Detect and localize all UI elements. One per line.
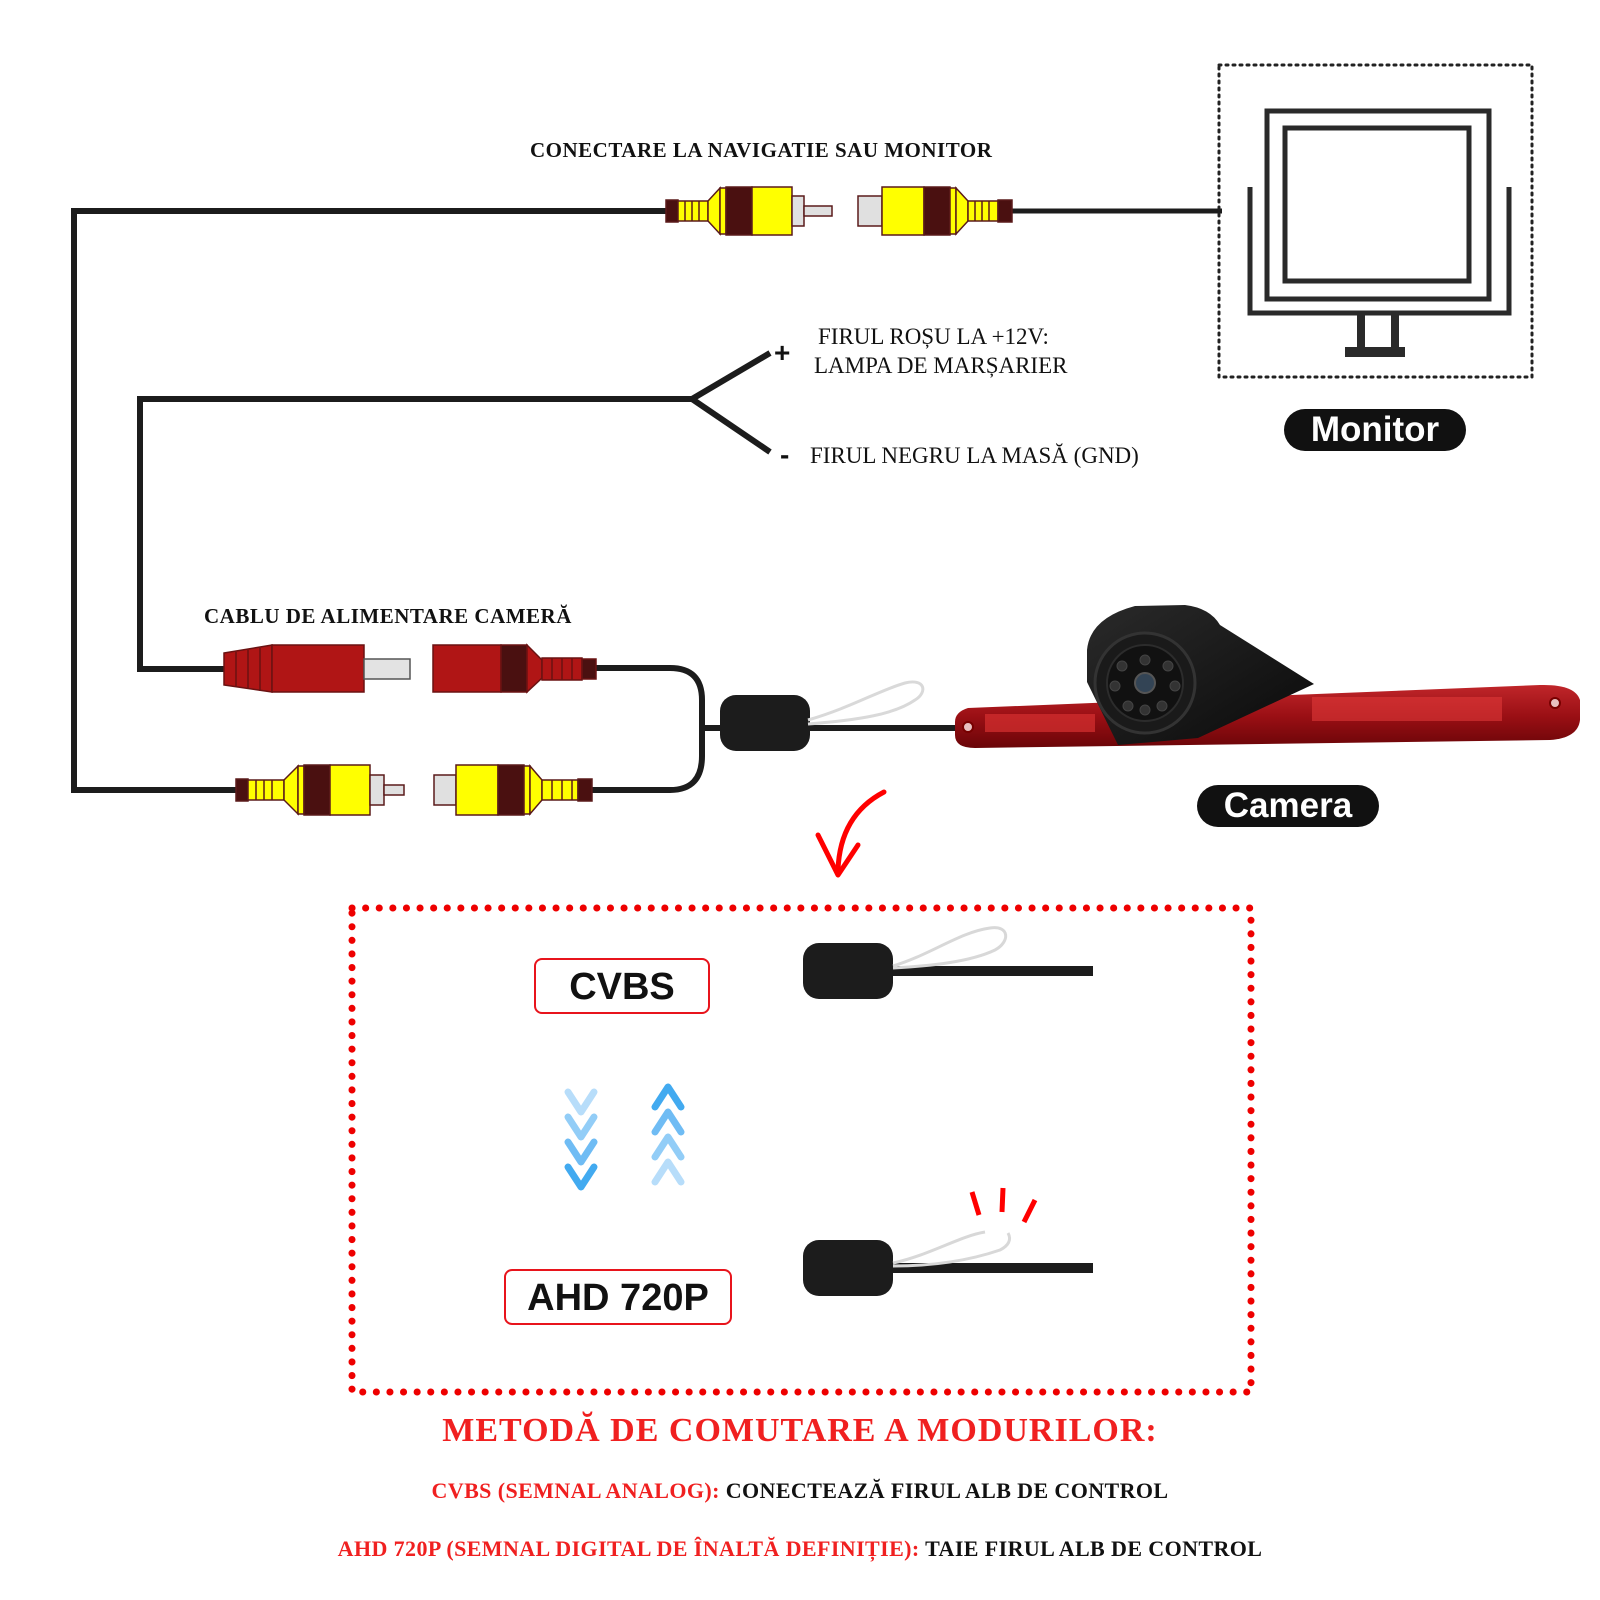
ahd-instruction-action: TAIE FIRUL ALB DE CONTROL — [919, 1536, 1263, 1561]
control-wire-loop — [807, 680, 925, 726]
ahd-instruction: AHD 720P (SEMNAL DIGITAL DE ÎNALTĂ DEFIN… — [0, 1536, 1600, 1562]
camera-badge: Camera — [1197, 785, 1379, 827]
rca-connector-left-top — [665, 186, 833, 236]
mount-hole-right — [1549, 697, 1561, 709]
red-down-arrow-icon — [815, 789, 887, 878]
switch-down-arrows-icon — [564, 1088, 598, 1191]
power-connector-right — [432, 643, 597, 694]
ahd-mode-badge: AHD 720P — [504, 1269, 732, 1325]
plus-sign: + — [774, 337, 790, 368]
cvbs-instruction-mode: CVBS (SEMNAL ANALOG): — [431, 1478, 720, 1503]
rca-connector-left-bottom — [235, 764, 405, 816]
power-connector-left — [223, 644, 411, 693]
mount-hole-left — [962, 721, 974, 733]
camera-lens — [1134, 672, 1156, 694]
rca-connector-right-bottom — [433, 763, 593, 817]
switch-up-arrows-icon — [651, 1083, 685, 1186]
nav-connection-label: CONECTARE LA NAVIGATIE SAU MONITOR — [530, 138, 993, 162]
cvbs-instruction: CVBS (SEMNAL ANALOG): CONECTEAZĂ FIRUL A… — [0, 1478, 1600, 1504]
black-wire-label: FIRUL NEGRU LA MASĂ (GND) — [810, 443, 1139, 468]
red-wire-line1: FIRUL ROȘU LA +12V: — [818, 324, 1049, 349]
rca-connector-right-top — [857, 186, 1013, 236]
cvbs-switch-illustration — [803, 926, 1093, 999]
ahd-switch-illustration — [803, 1187, 1093, 1296]
camera-device — [955, 605, 1580, 748]
cut-spark-icon — [969, 1187, 1038, 1224]
video-cable-outer — [71, 208, 666, 793]
minus-sign: - — [780, 439, 789, 470]
mode-switch-panel — [348, 904, 1255, 1396]
red-wire-label: FIRUL ROȘU LA +12V: LAMPA DE MARȘARIER — [814, 322, 1067, 380]
switching-method-heading: METODĂ DE COMUTARE A MODURILOR: — [442, 1412, 1158, 1449]
power-cable-wire — [137, 350, 772, 672]
cvbs-mode-badge: CVBS — [534, 958, 710, 1014]
cvbs-instruction-action: CONECTEAZĂ FIRUL ALB DE CONTROL — [719, 1478, 1169, 1503]
monitor-badge: Monitor — [1284, 409, 1466, 451]
power-cable-label: CABLU DE ALIMENTARE CAMERĂ — [204, 604, 572, 628]
mode-switch-box — [720, 695, 810, 751]
ahd-instruction-mode: AHD 720P (SEMNAL DIGITAL DE ÎNALTĂ DEFIN… — [337, 1536, 920, 1561]
red-wire-line2: LAMPA DE MARȘARIER — [814, 353, 1068, 378]
monitor-icon — [1217, 63, 1534, 379]
